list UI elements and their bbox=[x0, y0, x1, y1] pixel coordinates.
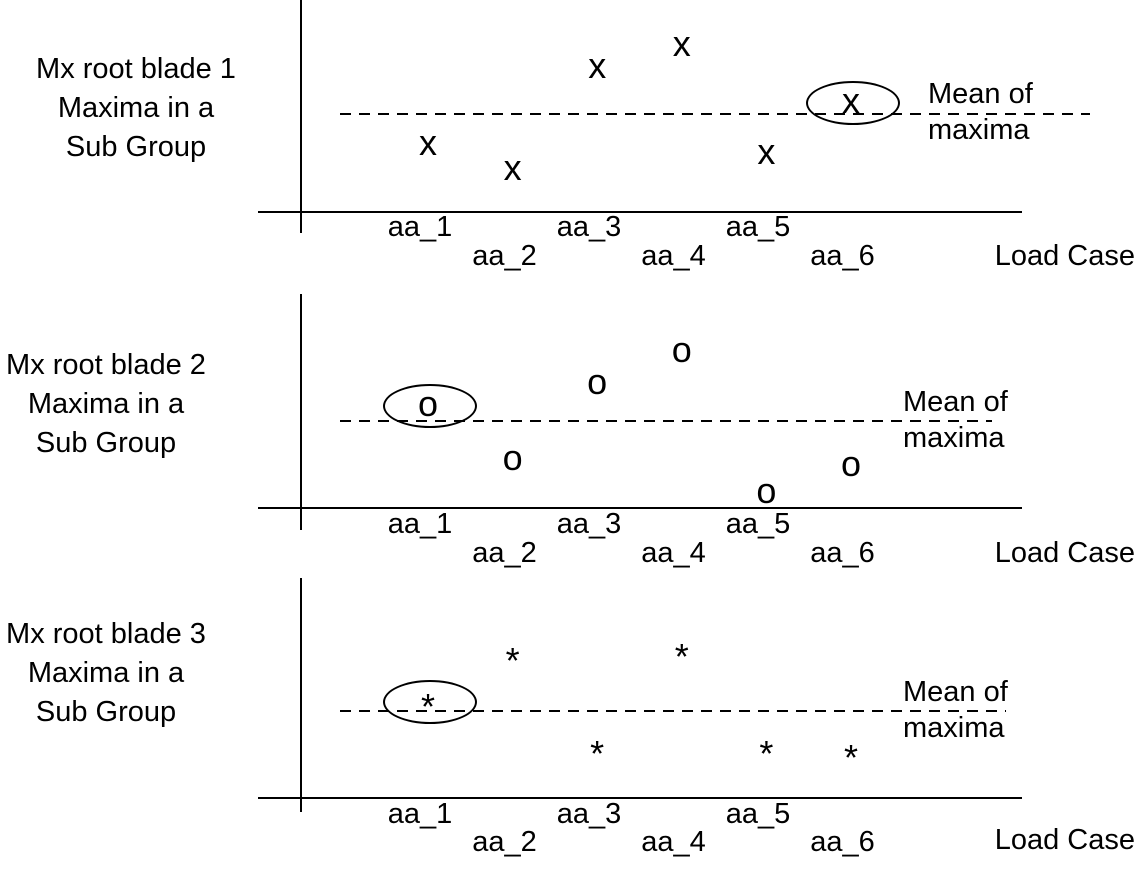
x-tick-aa_3: aa_3 bbox=[556, 508, 622, 540]
x-tick-aa_1: aa_1 bbox=[387, 211, 453, 243]
plot-title-line: Maxima in a bbox=[27, 388, 185, 420]
data-point-aa_3: x bbox=[588, 45, 607, 86]
plot-title-line: Sub Group bbox=[35, 696, 177, 728]
data-point-aa_1: * bbox=[420, 686, 436, 727]
highlight-ellipse bbox=[806, 81, 900, 125]
x-tick-aa_3: aa_3 bbox=[556, 211, 622, 243]
data-point-aa_4: * bbox=[674, 636, 689, 677]
x-tick-aa_1: aa_1 bbox=[387, 798, 453, 830]
data-point-aa_2: x bbox=[503, 147, 522, 188]
x-tick-aa_2: aa_2 bbox=[472, 826, 537, 858]
plot-title-line: Sub Group bbox=[35, 427, 177, 459]
x-tick-aa_5: aa_5 bbox=[725, 211, 791, 243]
x-axis-title: Load Case bbox=[994, 537, 1135, 569]
data-point-aa_3: o bbox=[587, 361, 608, 402]
x-tick-aa_4: aa_4 bbox=[641, 240, 706, 272]
mean-of-maxima-label: Mean of maxima bbox=[903, 384, 1008, 456]
mean-label-line: maxima bbox=[928, 114, 1030, 146]
data-point-aa_3: * bbox=[590, 733, 605, 774]
plot-title-line: Mx root blade 3 bbox=[6, 618, 206, 650]
y-axis-line bbox=[300, 578, 302, 812]
x-axis-title: Load Case bbox=[994, 824, 1135, 856]
mean-label-line: Mean of bbox=[903, 676, 1008, 708]
mean-dashed-line bbox=[340, 420, 992, 422]
data-point-aa_5: o bbox=[756, 470, 777, 511]
x-tick-aa_5: aa_5 bbox=[725, 508, 791, 540]
data-point-aa_1: x bbox=[419, 122, 437, 163]
x-tick-aa_6: aa_6 bbox=[810, 240, 875, 272]
y-axis-line bbox=[300, 0, 302, 233]
data-point-aa_4: x bbox=[672, 23, 691, 64]
x-tick-aa_6: aa_6 bbox=[810, 537, 875, 569]
x-tick-aa_1: aa_1 bbox=[387, 508, 453, 540]
plot-title-line: Sub Group bbox=[65, 131, 207, 163]
x-tick-aa_5: aa_5 bbox=[725, 798, 791, 830]
plot-title: Mx root blade 3 Maxima in a Sub Group bbox=[0, 615, 212, 732]
x-tick-aa_4: aa_4 bbox=[641, 826, 706, 858]
plot-title-line: Maxima in a bbox=[27, 657, 185, 689]
x-tick-aa_2: aa_2 bbox=[472, 537, 537, 569]
highlight-ellipse bbox=[383, 384, 477, 428]
data-point-aa_4: o bbox=[671, 329, 692, 370]
mean-label-line: Mean of bbox=[928, 78, 1033, 110]
plot-title-line: Maxima in a bbox=[57, 92, 215, 124]
x-axis-line bbox=[258, 211, 1022, 213]
mean-label-line: maxima bbox=[903, 422, 1005, 454]
plot-title: Mx root blade 1 Maxima in a Sub Group bbox=[5, 50, 267, 167]
plot-title-line: Mx root blade 1 bbox=[36, 53, 236, 85]
x-tick-aa_6: aa_6 bbox=[810, 826, 875, 858]
data-point-aa_6: o bbox=[840, 443, 862, 484]
data-point-aa_5: x bbox=[757, 131, 776, 172]
x-tick-aa_2: aa_2 bbox=[472, 240, 537, 272]
data-point-aa_5: * bbox=[759, 733, 774, 774]
data-point-aa_2: o bbox=[502, 437, 523, 478]
mean-of-maxima-label: Mean of maxima bbox=[928, 76, 1033, 148]
x-axis-line bbox=[258, 507, 1022, 509]
data-point-aa_1: o bbox=[417, 383, 439, 424]
x-tick-aa_4: aa_4 bbox=[641, 537, 706, 569]
data-point-aa_6: x bbox=[842, 80, 860, 121]
mean-of-maxima-label: Mean of maxima bbox=[903, 674, 1008, 746]
mean-dashed-line bbox=[340, 113, 1090, 115]
plot-title: Mx root blade 2 Maxima in a Sub Group bbox=[0, 346, 212, 463]
x-axis-line bbox=[258, 797, 1022, 799]
mean-label-line: Mean of bbox=[903, 386, 1008, 418]
data-point-aa_6: * bbox=[843, 737, 859, 778]
mean-label-line: maxima bbox=[903, 712, 1005, 744]
data-point-aa_2: * bbox=[505, 640, 520, 681]
mean-dashed-line bbox=[340, 710, 1006, 712]
highlight-ellipse bbox=[383, 680, 477, 724]
plot-title-line: Mx root blade 2 bbox=[6, 349, 206, 381]
y-axis-line bbox=[300, 294, 302, 530]
x-tick-aa_3: aa_3 bbox=[556, 798, 622, 830]
x-axis-title: Load Case bbox=[994, 240, 1135, 272]
